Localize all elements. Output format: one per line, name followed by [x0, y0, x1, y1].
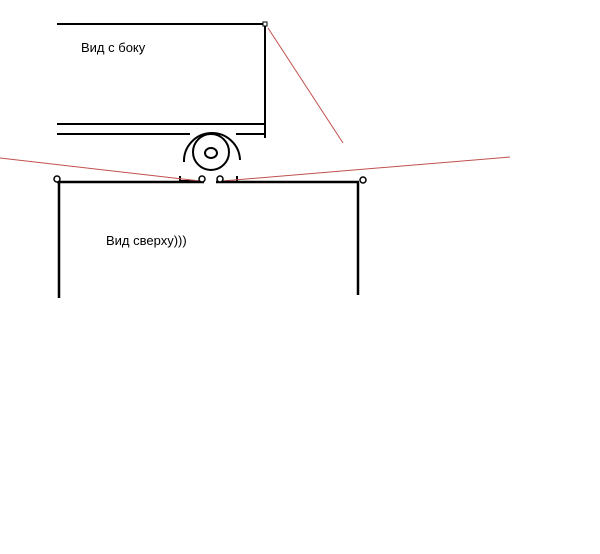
- side-view-label: Вид с боку: [81, 40, 146, 55]
- top-center-right-marker: [216, 175, 224, 183]
- top-view-truck: [53, 175, 367, 298]
- sight-line-right: [221, 156, 511, 182]
- top-view-label: Вид сверху))): [106, 233, 187, 248]
- side-top-hinge-marker: [262, 21, 268, 27]
- top-right-corner-marker: [359, 176, 367, 184]
- sight-line-left: [0, 157, 201, 182]
- top-center-left-marker: [198, 175, 206, 183]
- top-left-corner-marker: [53, 175, 61, 183]
- side-view-truck: [57, 21, 268, 182]
- side-wheel-hub: [204, 147, 218, 159]
- side-wheel-tire: [192, 133, 230, 171]
- sight-line-rear-diagonal: [267, 27, 344, 144]
- sight-lines: [0, 27, 511, 182]
